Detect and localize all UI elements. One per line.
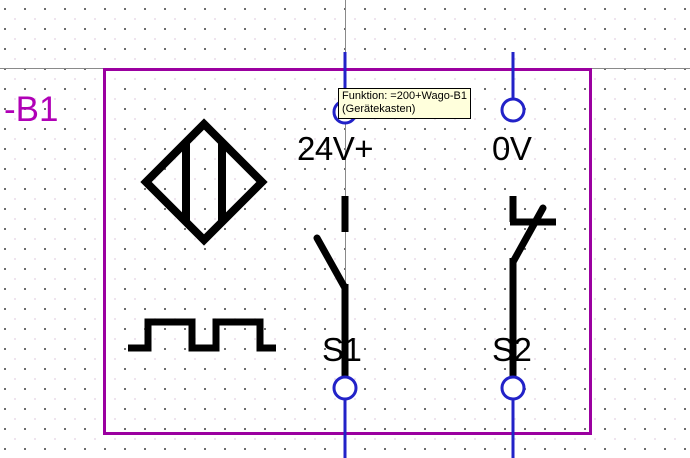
terminal-label-s1[interactable]: S1 xyxy=(322,331,362,368)
tooltip-line-location: (Gerätekasten) xyxy=(342,103,416,115)
tooltip-line-function: Funktion: =200+Wago-B1 xyxy=(342,90,467,102)
terminal-label-24v[interactable]: 24V+ xyxy=(297,130,374,167)
terminal-label-0v[interactable]: 0V xyxy=(492,130,532,167)
connection-point-s2[interactable] xyxy=(500,375,526,401)
device-frame[interactable] xyxy=(103,68,592,435)
terminal-label-s2[interactable]: S2 xyxy=(492,331,532,368)
connection-point-0v[interactable] xyxy=(500,97,526,123)
device-designation-label[interactable]: -B1 xyxy=(4,90,59,129)
contact-no-s1-icon[interactable] xyxy=(313,196,349,380)
sensor-diamond-icon[interactable] xyxy=(140,118,268,246)
contact-nc-s2-icon[interactable] xyxy=(509,196,556,380)
connection-point-s1[interactable] xyxy=(332,375,358,401)
pulse-waveform-icon[interactable] xyxy=(128,318,276,352)
hover-tooltip: Funktion: =200+Wago-B1 (Gerätekasten) xyxy=(338,88,471,119)
